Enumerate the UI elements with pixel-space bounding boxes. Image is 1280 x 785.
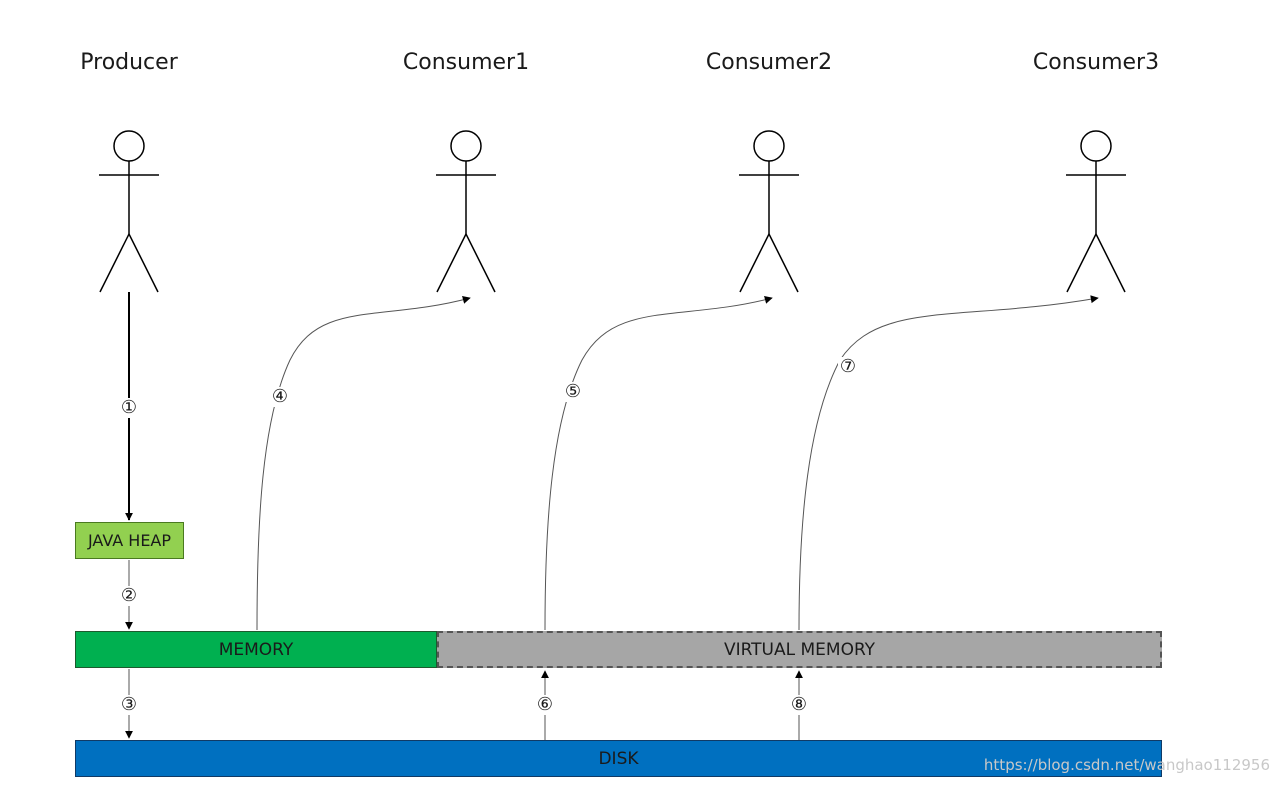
consumer2-label: Consumer2 [705,50,833,75]
arrow-memory-to-consumer1 [256,295,471,631]
step-3-label: ③ [119,694,139,715]
arrow-virtual-to-consumer2 [544,295,773,631]
consumer3-figure [1066,130,1126,293]
step-6-label: ⑥ [535,694,555,715]
consumer1-figure [436,130,496,293]
step-2-label: ② [119,585,139,606]
consumer1-label: Consumer1 [402,50,530,75]
producer-figure [99,130,159,293]
producer-label: Producer [80,50,178,75]
watermark-text: https://blog.csdn.net/wanghao112956 [983,756,1270,774]
consumer3-label: Consumer3 [1032,50,1160,75]
arrow-virtual-to-consumer3 [798,295,1099,631]
virtual-memory-box: VIRTUAL MEMORY [437,631,1162,668]
step-7-label: ⑦ [838,356,858,377]
memory-box: MEMORY [75,631,437,668]
consumer2-figure [739,130,799,293]
step-8-label: ⑧ [789,694,809,715]
step-4-label: ④ [270,386,290,407]
step-5-label: ⑤ [563,381,583,402]
disk-box: DISK [75,740,1162,777]
step-1-label: ① [119,397,139,418]
java-heap-box: JAVA HEAP [75,522,184,559]
